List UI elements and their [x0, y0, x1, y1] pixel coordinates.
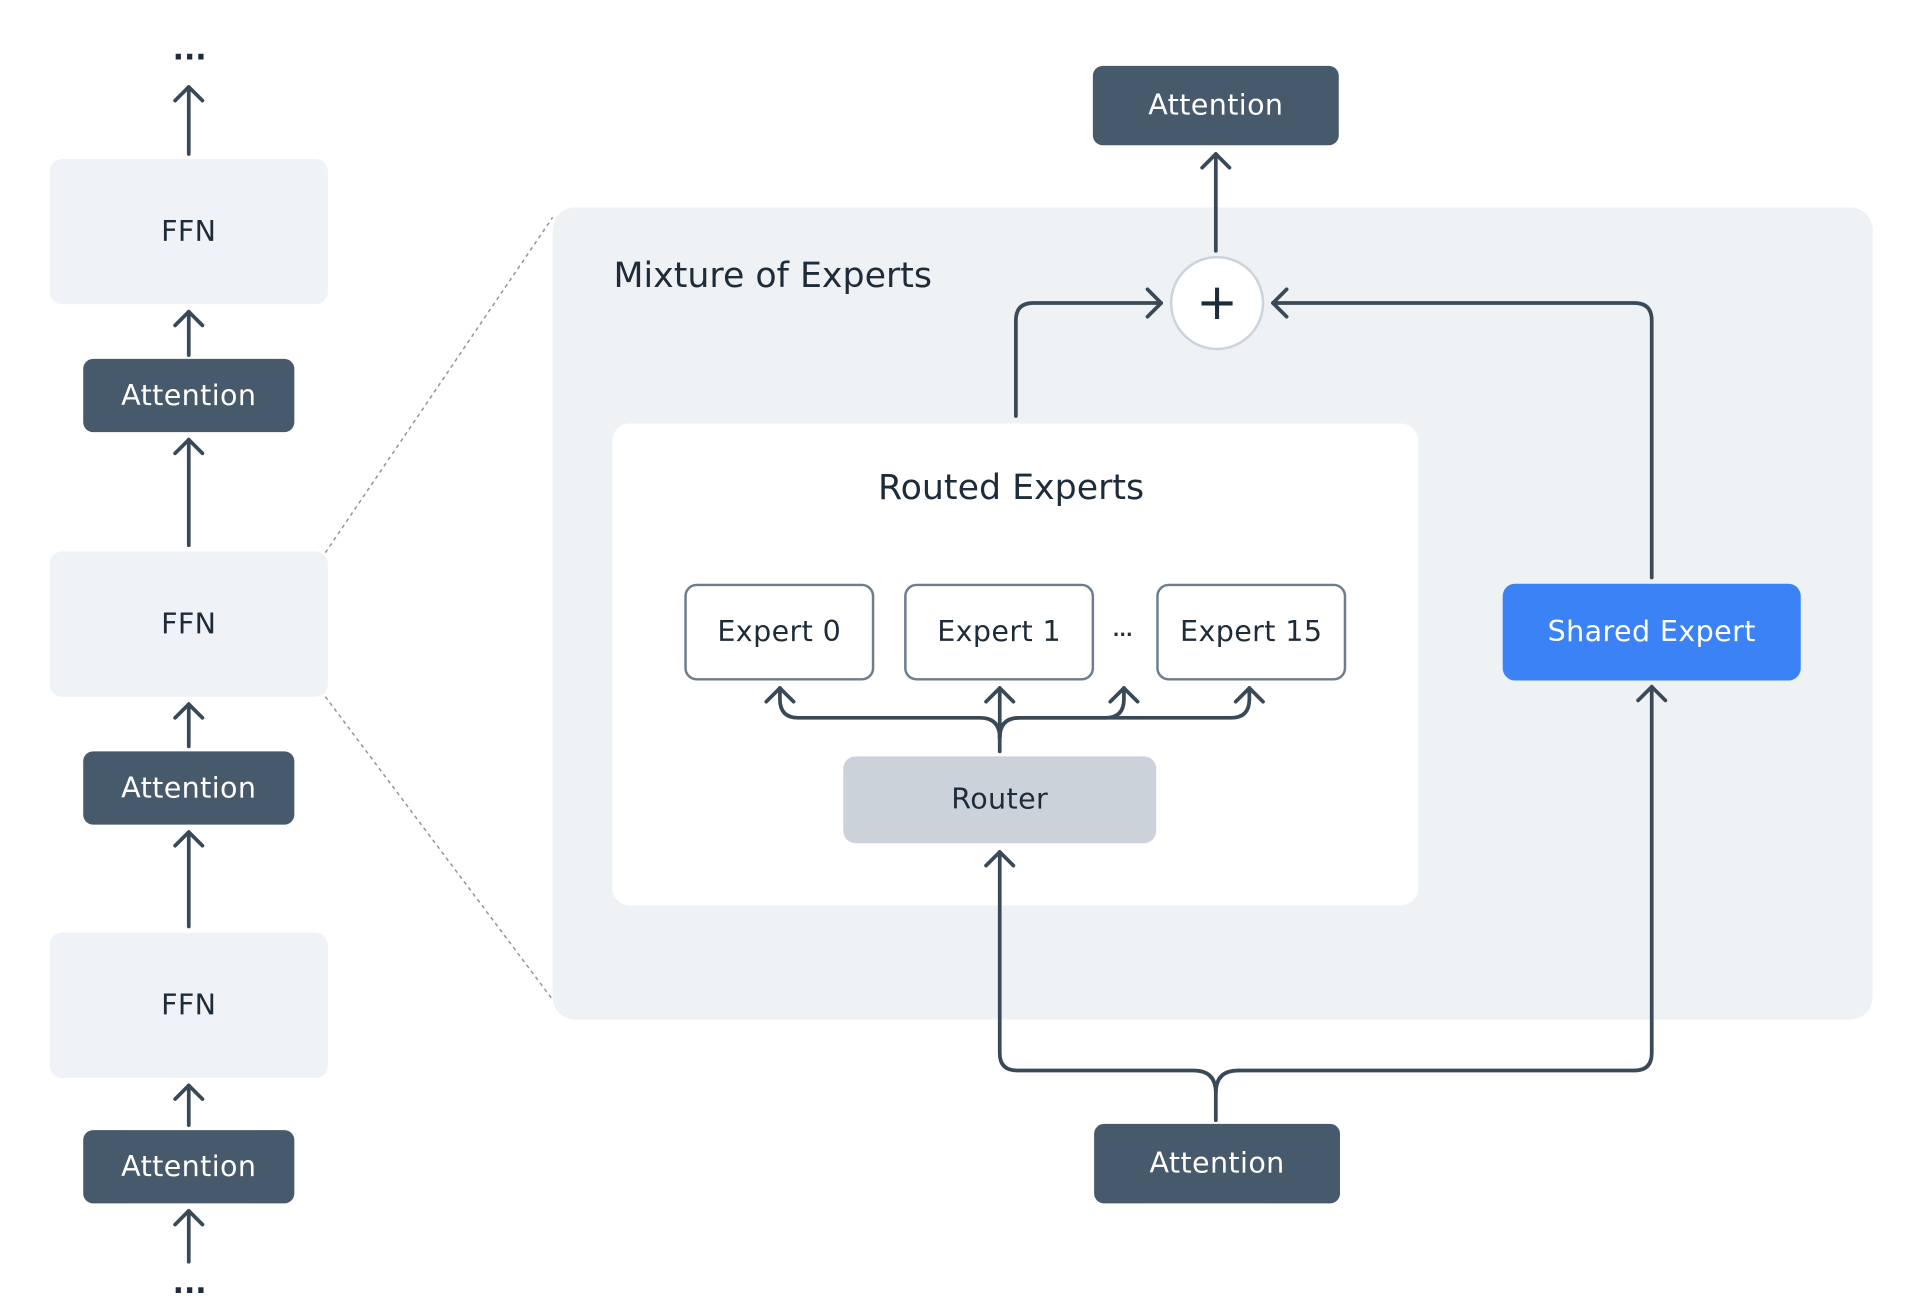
- stack-bottom-ellipsis: ...: [172, 1265, 207, 1301]
- ffn-block-top: FFN: [49, 158, 328, 305]
- ffn-block-bottom: FFN: [49, 932, 328, 1078]
- experts-ellipsis: ...: [1112, 620, 1133, 641]
- plus-icon: +: [1169, 255, 1265, 351]
- moe-bottom-attention: Attention: [1094, 1123, 1341, 1204]
- stack-top-ellipsis: ...: [172, 32, 207, 68]
- expert-0: Expert 0: [684, 583, 875, 681]
- attention-block-bottom: Attention: [83, 1130, 295, 1204]
- expert-1: Expert 1: [904, 583, 1095, 681]
- moe-title: Mixture of Experts: [613, 254, 933, 296]
- attention-block-top: Attention: [83, 358, 295, 433]
- router-block: Router: [843, 756, 1157, 844]
- routed-experts-title: Routed Experts: [878, 466, 1145, 508]
- expert-15: Expert 15: [1156, 583, 1347, 681]
- ffn-block-middle: FFN: [49, 551, 328, 697]
- shared-expert-block: Shared Expert: [1502, 583, 1801, 681]
- moe-top-attention: Attention: [1092, 65, 1339, 146]
- attention-block-middle: Attention: [83, 751, 295, 825]
